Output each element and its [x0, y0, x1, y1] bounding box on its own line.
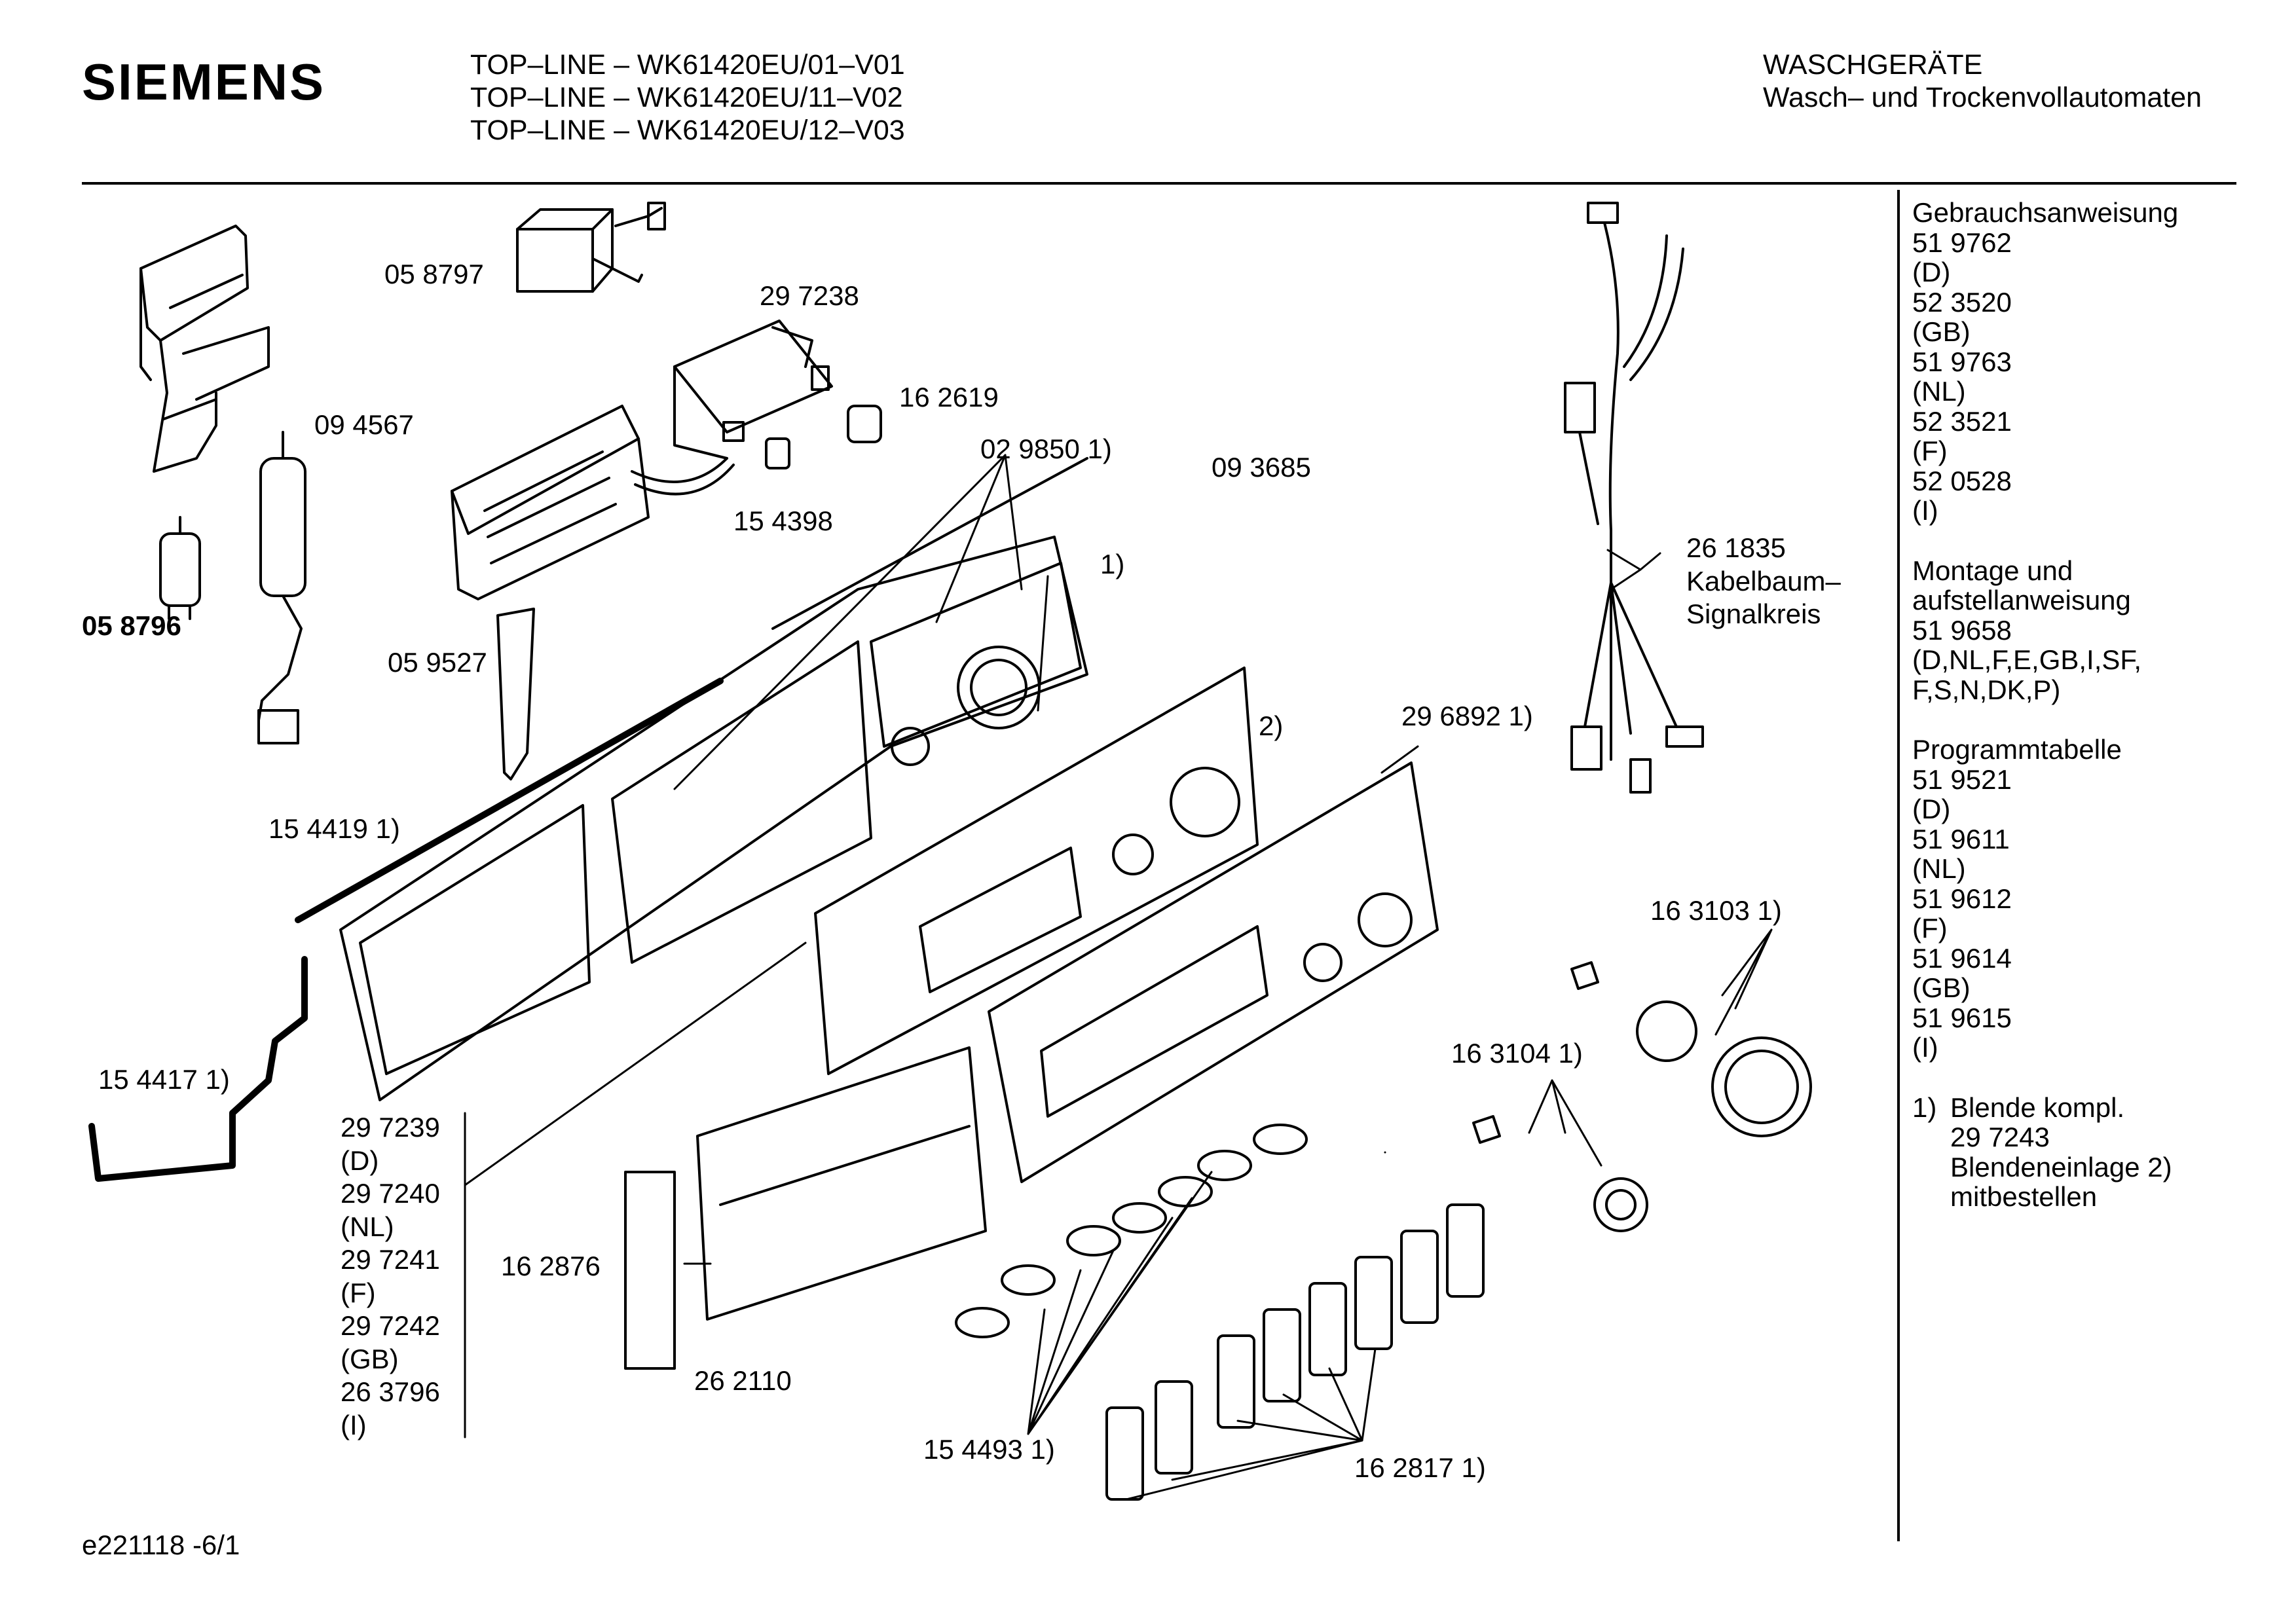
siemens-logo: SIEMENS	[82, 53, 326, 111]
model-line: TOP–LINE – WK61420EU/01–V01	[470, 49, 905, 81]
lever-part	[496, 608, 535, 780]
drawing-code: e221118 -6/1	[82, 1530, 240, 1560]
installation-group: Montage und aufstellanweisung 51 9658 (D…	[1912, 555, 2178, 705]
part-label: 16 2619	[899, 382, 999, 412]
part-label: 16 3104 1)	[1451, 1038, 1583, 1069]
group-title: Programmtabelle	[1912, 734, 2122, 765]
model-line: TOP–LINE – WK61420EU/11–V02	[470, 82, 903, 113]
drawer-handle-part	[696, 1046, 987, 1321]
part-label: 09 3685	[1212, 452, 1311, 483]
push-button-part	[1105, 1203, 1485, 1501]
footnote: 1) Blende kompl. 29 7243 Blendeneinlage …	[1912, 1091, 2172, 1212]
part-label: 29 7238	[760, 280, 859, 311]
small-knob-part	[1472, 1115, 1648, 1232]
drawer-insert-part	[624, 1171, 676, 1370]
spring-part	[955, 1124, 1308, 1338]
category-title: WASCHGERÄTE	[1763, 49, 1983, 81]
model-list: TOP–LINE – WK61420EU/01–V01 TOP–LINE – W…	[470, 48, 905, 147]
panel-insert-part	[814, 667, 1259, 1075]
capacitor-part	[257, 431, 306, 744]
wire-bracket-part	[88, 956, 308, 1182]
part-label: 09 4567	[314, 409, 414, 440]
bracket-part	[139, 225, 270, 473]
documentation-sidebar: Gebrauchsanweisung 51 9762 (D) 52 3520 (…	[1912, 198, 2178, 1212]
part-label: 05 8797	[384, 259, 484, 289]
group-title: Gebrauchsanweisung	[1912, 197, 2179, 228]
category-block: WASCHGERÄTE Wasch– und Trockenvollautoma…	[1763, 48, 2202, 114]
note-marker: 1)	[1100, 549, 1125, 579]
sidebar-divider	[1897, 190, 1900, 1541]
part-label: 15 4493 1)	[923, 1434, 1055, 1465]
footnote-number: 1)	[1912, 1091, 1937, 1123]
part-label: 15 4398	[733, 505, 833, 536]
header-divider	[82, 182, 2236, 185]
control-panel-frame	[339, 457, 1088, 1101]
holder-part	[847, 405, 882, 443]
cable-harness-part	[1564, 202, 1704, 794]
panel-variant-list: 29 7239 (D) 29 7240 (NL) 29 7241 (F) 29 …	[341, 1112, 440, 1440]
large-knob-part	[1570, 961, 1812, 1137]
model-line: TOP–LINE – WK61420EU/12–V03	[470, 115, 905, 146]
part-label: 16 3103 1)	[1650, 895, 1782, 926]
harness-label: 26 1835 Kabelbaum– Signalkreis	[1686, 532, 1841, 629]
program-table-group: Programmtabelle 51 9521 (D) 51 9611 (NL)…	[1912, 735, 2178, 1063]
part-label: 29 6892 1)	[1401, 701, 1533, 731]
part-label: 15 4417 1)	[98, 1064, 230, 1095]
leader-lines	[464, 454, 1773, 1501]
connector-part	[516, 202, 666, 293]
part-label: 16 2817 1)	[1354, 1452, 1486, 1483]
category-subtitle: Wasch– und Trockenvollautomaten	[1763, 82, 2202, 113]
group-title: Montage und	[1912, 555, 2073, 586]
switch-board-part	[451, 405, 650, 600]
part-label: 16 2876	[501, 1251, 601, 1281]
part-label: 26 2110	[694, 1365, 792, 1396]
part-label: 05 9527	[388, 647, 487, 678]
note-marker: 2)	[1259, 710, 1284, 741]
manual-group: Gebrauchsanweisung 51 9762 (D) 52 3520 (…	[1912, 197, 2179, 526]
part-label: 02 9850 1)	[980, 433, 1112, 464]
suppressor-part	[159, 516, 201, 620]
seal-strip-part	[295, 678, 724, 923]
spring-clip-part	[765, 437, 790, 469]
fascia-part	[988, 761, 1439, 1183]
circuit-board-part	[673, 320, 833, 460]
part-label: 15 4419 1)	[268, 813, 400, 844]
part-label: 05 8796	[82, 610, 181, 641]
